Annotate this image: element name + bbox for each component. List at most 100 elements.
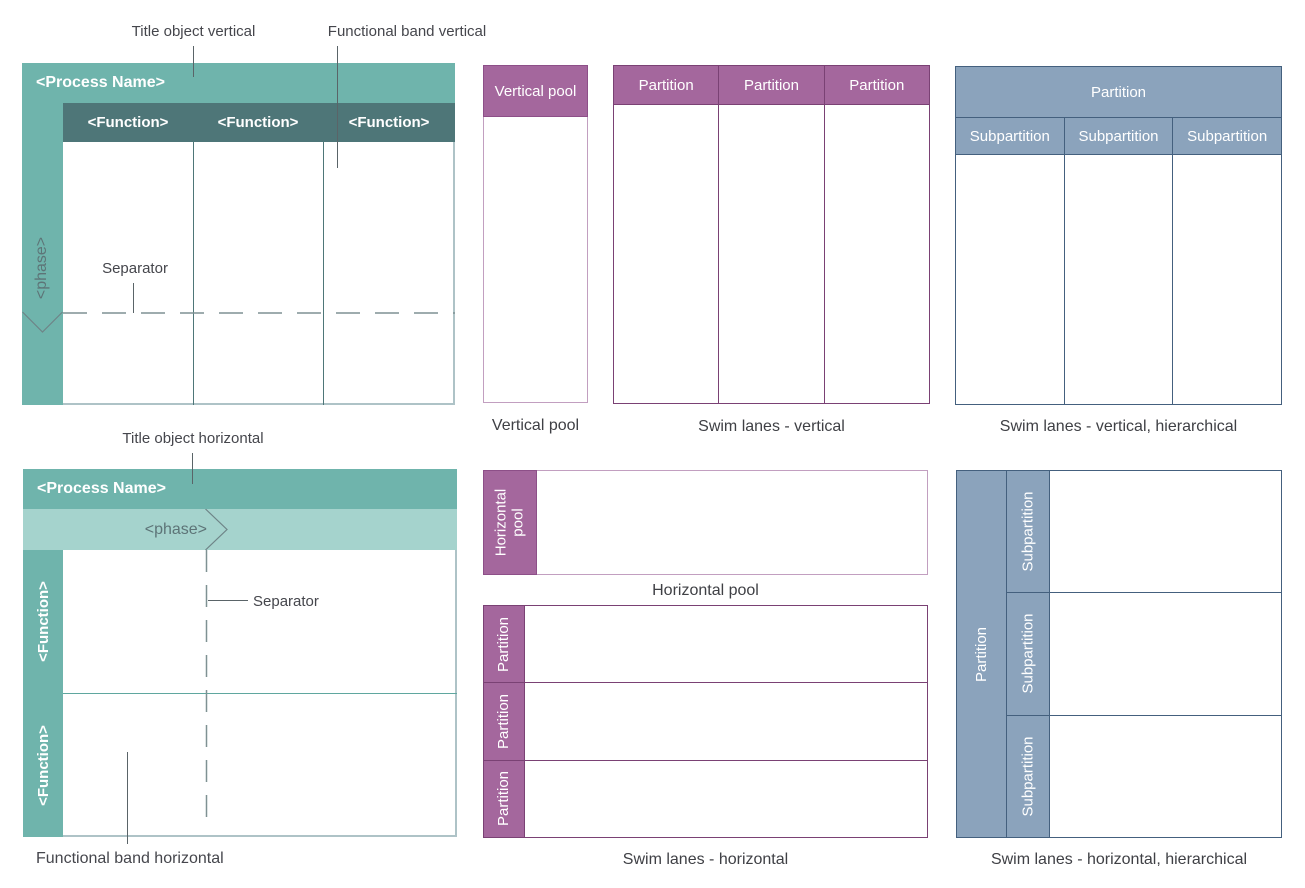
callout-line [208, 600, 248, 601]
callout-line [127, 752, 128, 844]
function-label: <Function> [87, 114, 169, 131]
subpartition-header: Subpartition [1063, 118, 1173, 155]
subpartition-header: Subpartition [956, 118, 1064, 155]
horizontal-pool-body [483, 470, 928, 575]
swim-lanes-horizontal-hier-shape: Partition Subpartition Subpartition Subp… [956, 470, 1282, 838]
partition-header: Partition [484, 760, 525, 837]
lane-body [1050, 471, 1281, 592]
partition-lane: Partition [614, 66, 719, 403]
lane-body [614, 105, 718, 403]
swim-lanes-horizontal-hier-caption: Swim lanes - horizontal, hierarchical [990, 851, 1248, 868]
phase-chevron-icon [205, 509, 228, 550]
function-label: <Function> [348, 114, 430, 131]
content-area [63, 142, 455, 405]
callout-line [192, 453, 193, 484]
swim-lanes-vertical-caption: Swim lanes - vertical [698, 418, 845, 435]
callout-line [337, 46, 338, 168]
function-header: <Function> [63, 103, 193, 142]
subpartition-label: Subpartition [969, 127, 1050, 145]
lane-body [525, 761, 927, 837]
subpartition-label: Subpartition [1019, 736, 1037, 817]
subpartition-header: Subpartition [1007, 593, 1050, 715]
partition-label: Partition [495, 616, 513, 672]
partition-lane: Partition [484, 682, 927, 760]
partition-lane: Partition [718, 66, 824, 403]
subpartition-lanes: Subpartition Subpartition Subpartition [1007, 471, 1281, 837]
partition-header: Partition [719, 66, 824, 105]
vertical-pool-header-label: Vertical pool [494, 82, 577, 100]
horizontal-pool-caption: Horizontal pool [652, 582, 759, 599]
lane-body [525, 683, 927, 759]
swim-lanes-vertical-shape: Partition Partition Partition [613, 65, 930, 404]
separator-dashed-line [63, 312, 455, 314]
callout-functional-band-horizontal: Functional band horizontal [36, 850, 224, 867]
phase-band-horizontal [23, 509, 457, 550]
phase-label-wrap: <phase> [23, 509, 207, 550]
partition-label: Partition [638, 76, 694, 94]
function-label: <Function> [34, 581, 52, 662]
function-label: <Function> [217, 114, 299, 131]
lane-body [956, 155, 1064, 404]
subpartition-label: Subpartition [1019, 613, 1037, 695]
callout-line [193, 46, 194, 77]
phase-band-vertical [22, 103, 63, 405]
column-separator-line [323, 142, 324, 405]
partition-lane: Partition [484, 606, 927, 683]
partition-label: Partition [973, 626, 990, 682]
partition-header: Partition [824, 66, 929, 105]
partition-label: Partition [743, 76, 799, 94]
partition-header: Partition [484, 683, 525, 760]
function-header: <Function> [323, 103, 455, 142]
lane-body [1172, 155, 1281, 404]
swim-lanes-horizontal-caption: Swim lanes - horizontal [622, 851, 789, 868]
subpartition-label: Subpartition [1187, 127, 1268, 145]
subpartition-lane: Subpartition [1007, 471, 1281, 593]
separator-dashed-line [205, 550, 208, 824]
column-separator-line [193, 142, 194, 405]
partition-label: Partition [495, 771, 513, 827]
horizontal-pool-label: Horizontal pool [492, 488, 527, 557]
subpartition-header: Subpartition [1007, 715, 1050, 837]
callout-separator-horizontal: Separator [253, 593, 319, 610]
partition-lane: Partition [484, 759, 927, 837]
phase-chevron-icon [22, 311, 63, 333]
vertical-pool-caption: Vertical pool [491, 417, 580, 434]
partition-label: Partition [495, 693, 513, 749]
process-name-label: <Process Name> [36, 74, 165, 91]
subpartition-label: Subpartition [1078, 127, 1159, 145]
process-name-label: <Process Name> [37, 480, 166, 497]
function-band-horizontal: <Function> [23, 693, 63, 837]
lane-body [719, 105, 823, 403]
row-separator-line [63, 693, 457, 694]
lane-bodies [956, 155, 1281, 404]
lane-body [1050, 716, 1281, 837]
swim-lanes-horizontal-shape: Partition Partition Partition [483, 605, 928, 838]
callout-title-object-horizontal: Title object horizontal [122, 430, 264, 447]
subpartition-header: Subpartition [1172, 118, 1282, 155]
function-header: <Function> [193, 103, 323, 142]
lane-body [1050, 593, 1281, 714]
vertical-pool-header: Vertical pool [483, 65, 588, 117]
phase-label: <phase> [33, 236, 51, 299]
callout-title-object-vertical: Title object vertical [131, 23, 256, 40]
callout-separator-vertical: Separator [102, 260, 168, 277]
function-band-horizontal: <Function> [23, 550, 63, 693]
phase-label: <phase> [144, 520, 207, 538]
lane-body [1063, 155, 1173, 404]
partition-header: Partition [614, 66, 719, 105]
partition-label: Partition [1090, 83, 1147, 101]
subpartition-header: Subpartition [1007, 471, 1050, 593]
callout-line [133, 283, 134, 313]
partition-lane: Partition [823, 66, 929, 403]
vertical-pool-body [483, 117, 588, 403]
swim-lanes-vertical-hier-caption: Swim lanes - vertical, hierarchical [999, 418, 1238, 435]
callout-functional-band-vertical: Functional band vertical [327, 23, 487, 40]
function-label: <Function> [34, 724, 52, 806]
horizontal-pool-band: Horizontal pool [483, 470, 537, 575]
subpartition-row: Subpartition Subpartition Subpartition [956, 118, 1282, 155]
partition-header: Partition [956, 67, 1281, 118]
lane-body [825, 105, 929, 403]
swim-lanes-vertical-hier-shape: Partition Subpartition Subpartition Subp… [955, 66, 1282, 405]
partition-header: Partition [484, 606, 525, 683]
